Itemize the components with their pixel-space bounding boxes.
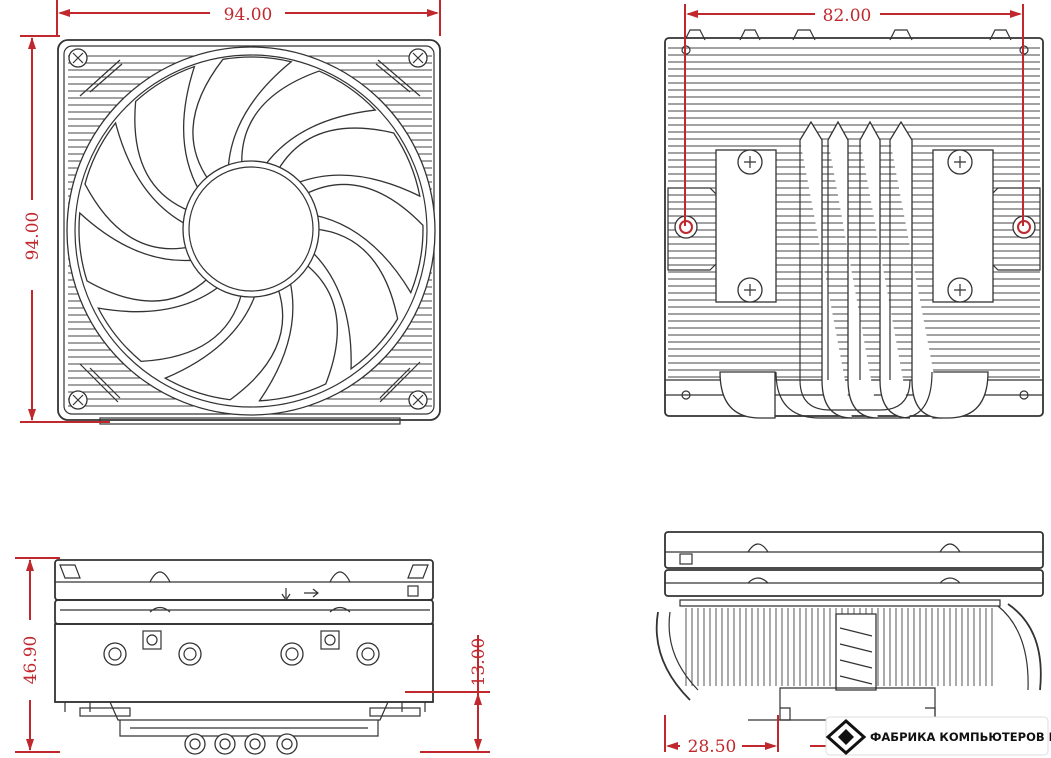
fan-blade xyxy=(310,228,399,371)
screw-plate xyxy=(320,630,340,650)
corner-hole-icon xyxy=(681,390,691,400)
hole-inner xyxy=(108,647,122,661)
dim-base-height-label: 13.00 xyxy=(469,638,489,687)
hole-icon xyxy=(356,642,380,666)
dim-total-height: 46.90 xyxy=(15,557,60,753)
screw-cross xyxy=(954,156,966,168)
dim-base-height: 13.00 xyxy=(405,635,490,753)
hole-icon xyxy=(280,642,304,666)
corner-hole-icon xyxy=(1019,390,1029,400)
screw-cross xyxy=(954,284,966,296)
screw-plate xyxy=(142,630,162,650)
watermark-text: ФАБРИКА КОМПЬЮТЕРОВ FK.BY xyxy=(870,730,1051,744)
fan-blade xyxy=(258,262,338,402)
pipe-end-icon xyxy=(184,733,206,755)
fan-blade xyxy=(192,56,293,182)
heatpipe xyxy=(889,120,943,419)
fan-blade xyxy=(78,211,210,302)
screw-cross xyxy=(72,394,84,406)
dim-top-width: 94.00 xyxy=(56,0,441,36)
dim-offset: 28.50 xyxy=(664,715,832,757)
screw-cross xyxy=(744,156,756,168)
pipe-end-icon xyxy=(214,733,236,755)
dim-top-height-label: 94.00 xyxy=(23,212,43,261)
side-view xyxy=(655,531,1044,721)
heatpipe xyxy=(859,120,911,419)
fan-blade xyxy=(134,65,201,212)
dim-offset-label: 28.50 xyxy=(688,737,737,757)
logo-diamond-icon xyxy=(825,718,867,756)
screw-cross xyxy=(412,52,424,64)
pipe-end-icon xyxy=(276,733,298,755)
pipe-end-inner xyxy=(189,738,201,750)
fan-blade xyxy=(97,284,243,363)
dim-bracket-width-label: 82.00 xyxy=(823,6,872,26)
screw-cross xyxy=(72,52,84,64)
hole-icon xyxy=(103,642,127,666)
hole-inner xyxy=(183,647,197,661)
heatpipe xyxy=(827,120,879,419)
fan-blade xyxy=(163,286,284,401)
watermark: ФАБРИКА КОМПЬЮТЕРОВ FK.BY xyxy=(825,716,1051,756)
heatpipe-bend xyxy=(799,379,911,411)
dim-top-width-label: 94.00 xyxy=(224,5,273,25)
dim-top-height: 94.00 xyxy=(20,35,110,423)
pipe-end-inner xyxy=(249,738,261,750)
bottom-view-heatsink xyxy=(664,29,1044,419)
fan-blade xyxy=(84,121,191,250)
front-side-view xyxy=(54,559,434,755)
fan-blade xyxy=(304,183,424,295)
screw-cross xyxy=(744,284,756,296)
top-view-fan xyxy=(57,39,441,425)
hole-inner xyxy=(361,647,375,661)
hole-inner xyxy=(285,647,299,661)
pipe-end-inner xyxy=(219,738,231,750)
hole-icon xyxy=(178,642,202,666)
fan-blade xyxy=(241,70,377,168)
screw-icon xyxy=(324,634,336,646)
pipe-end-icon xyxy=(244,733,266,755)
dim-total-height-label: 46.90 xyxy=(21,636,41,685)
fan-blade xyxy=(276,127,421,198)
heatpipe xyxy=(799,120,853,419)
screw-icon xyxy=(146,634,158,646)
heatpipe-bend xyxy=(775,371,933,419)
screw-cross xyxy=(412,394,424,406)
dim-bracket-width: 82.00 xyxy=(684,4,1024,226)
pipe-end-inner xyxy=(281,738,293,750)
